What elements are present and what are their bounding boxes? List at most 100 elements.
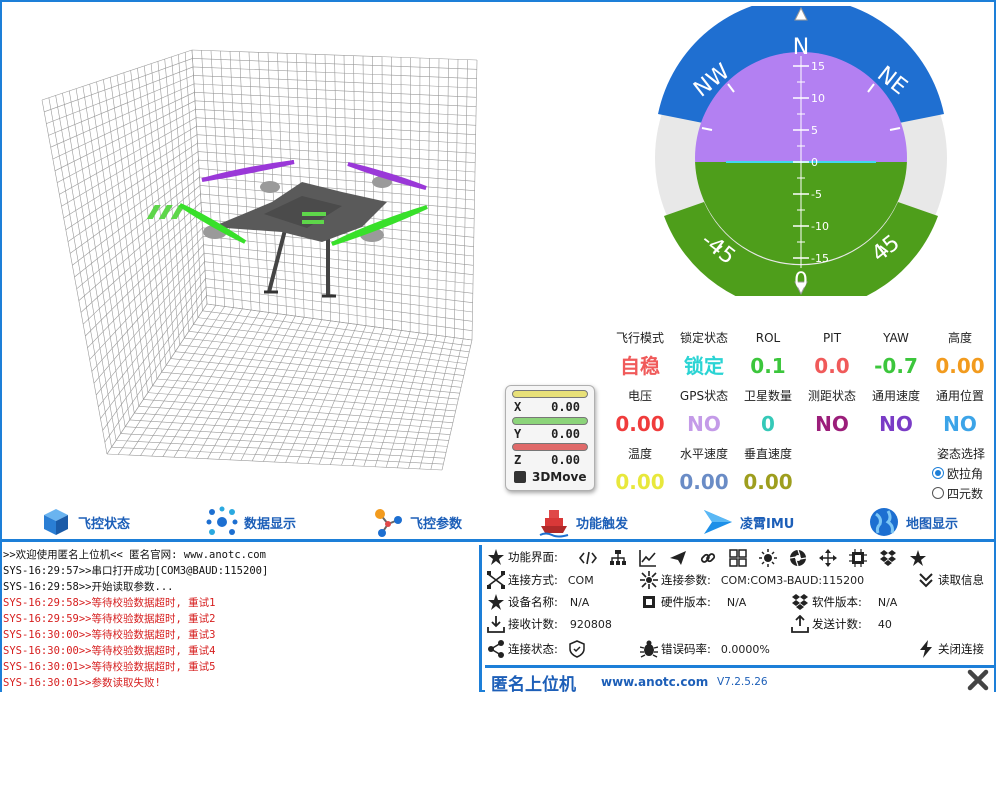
cardinal-n: N xyxy=(793,35,809,60)
tx-value: 40 xyxy=(877,617,892,631)
ship-icon xyxy=(539,510,569,538)
radio-unselected-icon[interactable] xyxy=(932,487,944,499)
grid-floor xyxy=(106,303,473,471)
nav-flight-status[interactable]: 飞控状态 xyxy=(40,506,130,538)
move-tool-button[interactable] xyxy=(817,548,839,568)
telemetry-value: 0.00 xyxy=(935,354,985,378)
dropbox-icon xyxy=(792,594,808,610)
conn-mode: 连接方式: COM xyxy=(487,569,594,591)
aperture-tool-button[interactable] xyxy=(787,548,809,568)
shuffle-icon xyxy=(487,571,505,589)
nav-label: 功能触发 xyxy=(576,516,629,532)
read-info-button[interactable]: 读取信息 xyxy=(917,569,984,591)
device-label: 设备名称: xyxy=(508,595,558,609)
star-icon xyxy=(488,549,504,565)
roll-label-0: 0 xyxy=(794,269,808,294)
telemetry-label: 测距状态 xyxy=(807,389,856,403)
chip-tool-button[interactable] xyxy=(847,548,869,568)
tx-label: 发送计数: xyxy=(812,617,862,631)
telemetry-label: 通用位置 xyxy=(935,389,984,403)
link-tool-button[interactable] xyxy=(697,548,719,568)
close-icon[interactable] xyxy=(966,668,990,692)
telemetry-value: 自稳 xyxy=(620,354,660,378)
grid-back-wall xyxy=(191,49,478,341)
hierarchy-tool-button[interactable] xyxy=(607,548,629,568)
radio-euler[interactable]: 欧拉角 xyxy=(932,463,996,483)
hw-version: 硬件版本:N/A xyxy=(640,591,746,613)
website-link[interactable]: www.anotc.com xyxy=(601,675,709,689)
error-rate: 错误码率:0.0000% xyxy=(640,638,770,660)
nav-map-display[interactable]: 地图显示 xyxy=(868,506,958,538)
pitch-tick-label: 5 xyxy=(811,124,818,137)
molecule-icon xyxy=(206,506,238,535)
star-tool-button[interactable] xyxy=(907,548,929,568)
telemetry-label: 卫星数量 xyxy=(743,389,792,403)
row-connection: 连接方式:COM 连接参数:COM:COM3-BAUD:115200 读取信息 xyxy=(485,569,994,591)
telemetry-label: GPS状态 xyxy=(679,389,729,403)
z-bar xyxy=(512,443,588,451)
checkbox-icon[interactable] xyxy=(514,471,526,483)
x-label: X xyxy=(514,400,522,414)
radio-selected-icon[interactable] xyxy=(932,467,944,479)
sun-tool-button[interactable] xyxy=(757,548,779,568)
radio-quaternion[interactable]: 四元数 xyxy=(932,483,996,503)
grid-icon xyxy=(729,549,747,567)
close-connection-button[interactable]: 关闭连接 xyxy=(917,638,984,660)
telemetry-value: NO xyxy=(943,412,977,436)
shield-check-icon xyxy=(569,640,585,658)
log-line: SYS-16:29:58>>等待校验数据超时, 重试1 xyxy=(3,597,216,609)
drone-3d-view[interactable] xyxy=(2,2,602,502)
telemetry-label: PIT xyxy=(822,331,842,345)
code-tool-button[interactable] xyxy=(577,548,599,568)
radio-quaternion-label: 四元数 xyxy=(947,486,984,501)
telemetry-value: NO xyxy=(879,412,913,436)
cube-icon xyxy=(44,509,68,535)
chip-icon xyxy=(849,549,867,567)
3dmove-checkbox[interactable]: 3DMove xyxy=(514,470,586,484)
dropbox-icon xyxy=(880,550,896,566)
conn-mode-value: COM xyxy=(567,573,594,587)
telemetry-label: 电压 xyxy=(627,389,652,403)
nav-lingxiao-imu[interactable]: 凌霄IMU xyxy=(702,506,794,538)
row-status: 连接状态: 错误码率:0.0000% 关闭连接 xyxy=(485,638,994,660)
link-icon xyxy=(700,553,716,563)
send-tool-button[interactable] xyxy=(667,548,689,568)
paper-plane-icon xyxy=(670,551,686,565)
log-line: SYS-16:29:58>>开始读取参数... xyxy=(3,581,174,593)
pitch-tick-label: -15 xyxy=(811,252,829,265)
hw-value: N/A xyxy=(726,595,747,609)
tx-count: 发送计数: 40 xyxy=(791,613,892,635)
log-line: SYS-16:29:59>>等待校验数据超时, 重试2 xyxy=(3,613,216,625)
nav-data-display[interactable]: 数据显示 xyxy=(206,506,296,538)
pitch-tick-label: -5 xyxy=(811,188,822,201)
log-line: SYS-16:29:57>>串口打开成功[COM3@BAUD:115200] xyxy=(3,565,269,577)
chart-tool-button[interactable] xyxy=(637,548,659,568)
telemetry-label: 水平速度 xyxy=(679,447,728,461)
x-bar xyxy=(512,390,588,398)
sun-icon xyxy=(759,549,777,567)
telemetry-value: -0.7 xyxy=(874,354,918,378)
conn-mode-label: 连接方式: xyxy=(508,573,558,587)
telemetry-value: 锁定 xyxy=(684,354,724,378)
grid-tool-button[interactable] xyxy=(727,548,749,568)
nav-function-trigger[interactable]: 功能触发 xyxy=(538,506,628,538)
log-line: >>欢迎使用匿名上位机<< 匿名官网: www.anotc.com xyxy=(3,549,266,561)
boxes-tool-button[interactable] xyxy=(877,548,899,568)
nav-flight-params[interactable]: 飞控参数 xyxy=(372,506,462,538)
connection-panel: 功能界面: 连接方式:COM 连接参数:COM:COM3-BAUD:115200… xyxy=(485,545,994,665)
telemetry-label: 通用速度 xyxy=(871,389,920,403)
nav-label: 数据显示 xyxy=(244,516,297,532)
